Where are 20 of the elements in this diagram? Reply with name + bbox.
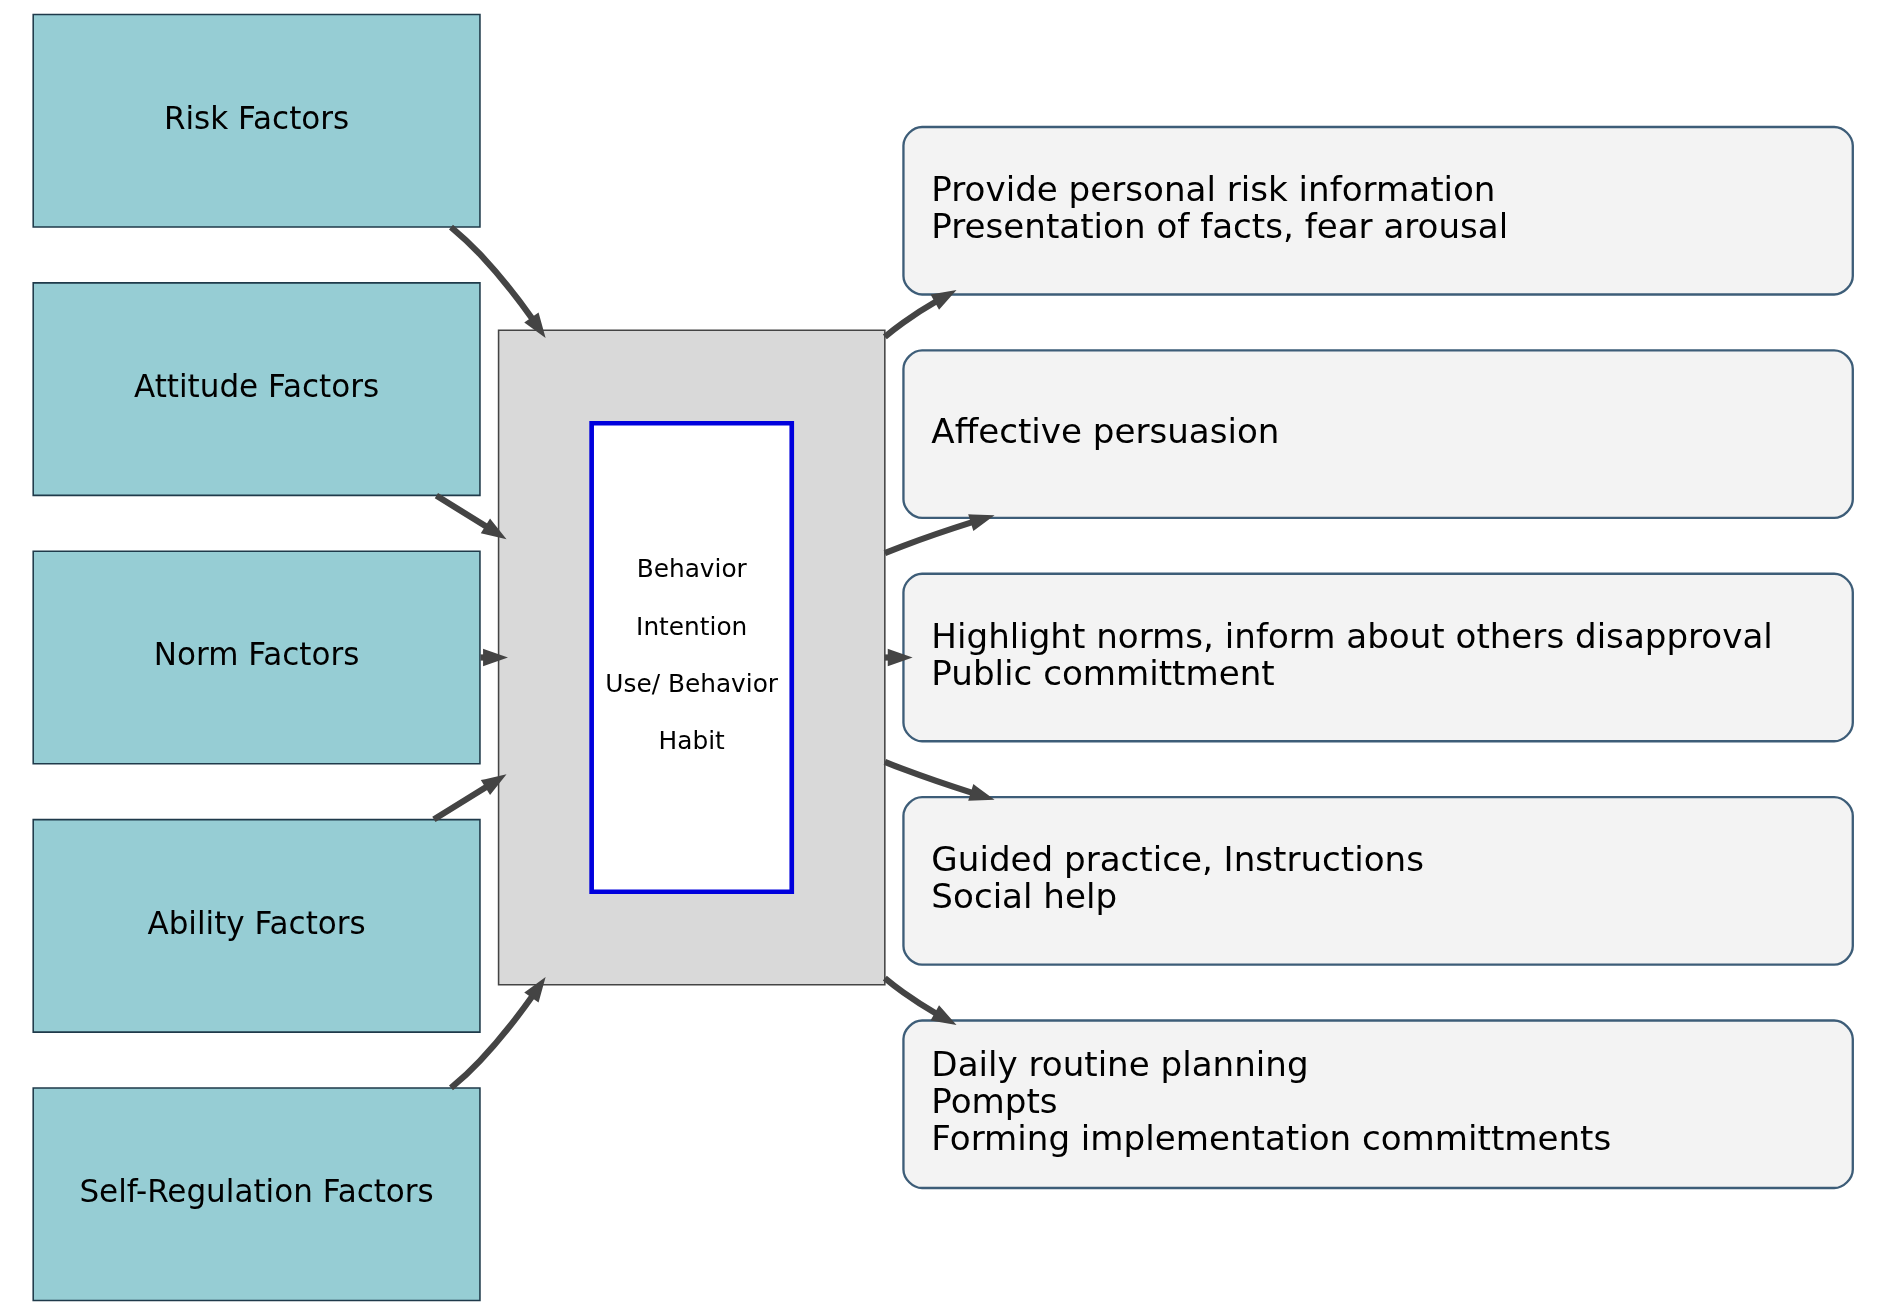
node-box: Self-Regulation Factors <box>31 1087 481 1302</box>
arrow <box>434 493 507 540</box>
arrow <box>448 224 546 338</box>
node-box: Attitude Factors <box>31 282 481 497</box>
arrow <box>883 758 995 801</box>
node-box: Norm Factors <box>31 550 481 765</box>
node-box: Highlight norms, inform about others disapproval Public committment <box>901 572 1854 743</box>
node-box: Ability Factors <box>31 818 481 1033</box>
arrow <box>883 514 995 557</box>
node-box: Affective persuasion <box>901 349 1854 520</box>
arrow <box>448 977 546 1091</box>
node-box: Risk Factors <box>31 13 481 228</box>
node-box: Provide personal risk information Presentation of facts, fear arousal <box>901 125 1854 296</box>
arrow <box>882 289 957 340</box>
node-box: Guided practice, Instructions Social help <box>901 795 1854 966</box>
node-box: Behavior Intention Use/ Behavior Habit <box>588 420 794 895</box>
cluster <box>497 329 886 986</box>
arrow <box>431 774 507 822</box>
arrow <box>882 975 957 1026</box>
node-box: Daily routine planning Pompts Forming implementation committments <box>901 1019 1854 1190</box>
